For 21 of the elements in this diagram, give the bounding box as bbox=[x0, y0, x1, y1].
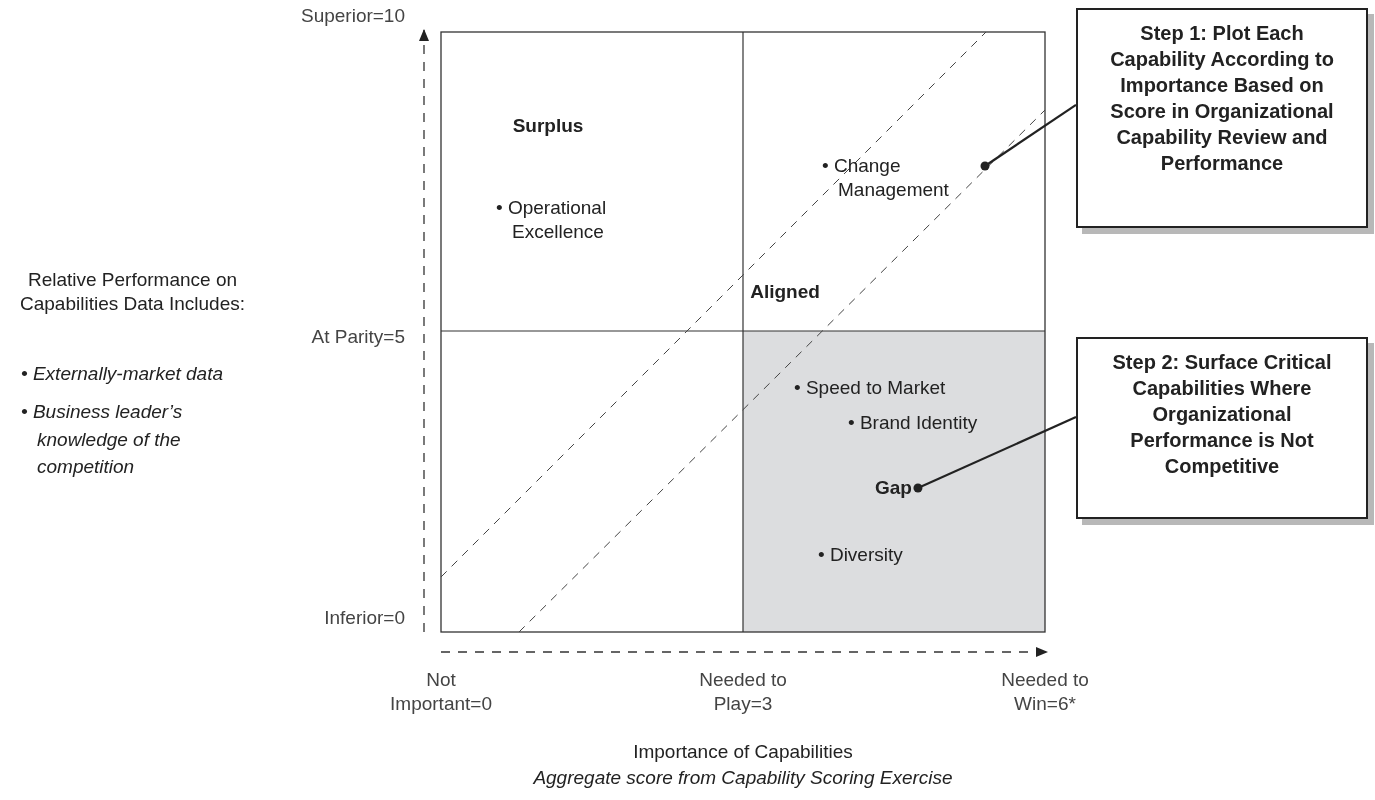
axis-subtitle: Aggregate score from Capability Scoring Exercise bbox=[532, 766, 954, 790]
axis-title: Relative Performance on Capabilities Data Includes: bbox=[19, 268, 246, 316]
quadrant-label: Surplus bbox=[511, 114, 585, 138]
capability-item: • Operational Excellence bbox=[496, 196, 608, 244]
axis-tick-label: Needed to Play=3 bbox=[698, 668, 788, 716]
axis-title: Importance of Capabilities bbox=[632, 740, 854, 764]
capability-item: • Diversity bbox=[818, 543, 904, 567]
leader-line bbox=[980, 103, 1077, 171]
quadrant-label: Aligned bbox=[749, 280, 821, 304]
capability-item: • Brand Identity bbox=[848, 411, 979, 435]
capability-item: • Change Management bbox=[822, 154, 979, 202]
axis-tick-label: Inferior=0 bbox=[323, 606, 405, 630]
axis-tick-label: Superior=10 bbox=[299, 4, 405, 28]
axis-tick-label: Needed to Win=6* bbox=[1000, 668, 1090, 716]
capability-item: • Speed to Market bbox=[794, 376, 947, 400]
leader-line bbox=[913, 416, 1077, 493]
note-bullet: • Business leader’s knowledge of the competition bbox=[21, 400, 184, 480]
axis-tick-label: At Parity=5 bbox=[310, 325, 405, 349]
quadrant-label: Gap bbox=[875, 476, 912, 500]
note-bullet: • Externally-market data bbox=[21, 362, 224, 386]
axis-tick-label: Not Important=0 bbox=[389, 668, 493, 716]
